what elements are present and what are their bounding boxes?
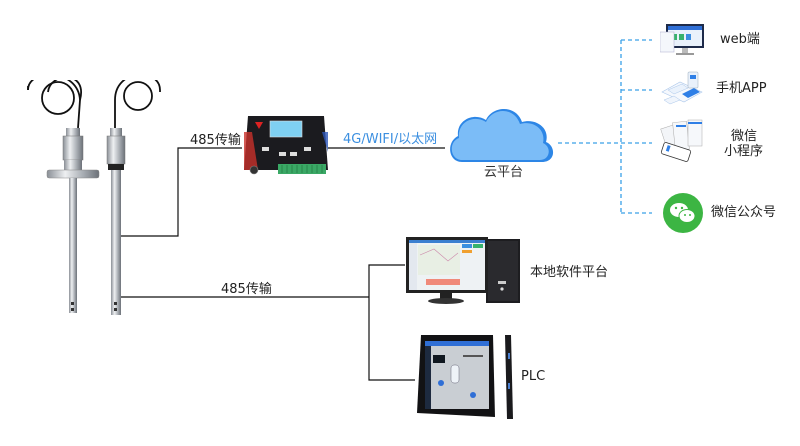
local-platform-label: 本地软件平台 — [530, 265, 609, 280]
touch-panel-icon — [417, 335, 513, 419]
client-label-app: 手机APP — [716, 81, 767, 96]
cloud-icon — [450, 109, 554, 162]
web-monitor-icon — [660, 24, 704, 55]
network-label: 4G/WIFI/以太网 — [343, 132, 438, 147]
rs485-label-upper: 485传输 — [190, 133, 241, 148]
cable-coil-right-icon — [114, 80, 161, 128]
rs485-label-lower: 485传输 — [221, 282, 272, 297]
mobile-app-icon — [661, 71, 703, 105]
client-label-wechat: 微信公众号 — [711, 205, 777, 220]
cloud-dashed-connectors — [558, 39, 652, 214]
wechat-icon — [663, 193, 703, 233]
probe-sensors — [27, 80, 161, 315]
desktop-computer-icon — [406, 237, 520, 304]
local-branch-wire — [368, 264, 415, 381]
client-label-miniprogram-line1: 微信 — [731, 129, 758, 144]
data-collector-device-icon — [244, 116, 328, 175]
rs485-wire-upper — [118, 147, 242, 237]
mini-program-icon — [660, 119, 703, 162]
cable-coil-left-icon — [27, 80, 82, 129]
client-label-miniprogram: 微信 — [731, 128, 757, 145]
probe-right — [106, 128, 126, 315]
probe-left — [46, 128, 100, 313]
cloud-label: 云平台 — [484, 165, 524, 180]
plc-label: PLC — [521, 369, 546, 384]
client-label-miniprogram-line2: 小程序 — [724, 144, 764, 159]
client-label-web: web端 — [720, 32, 760, 47]
